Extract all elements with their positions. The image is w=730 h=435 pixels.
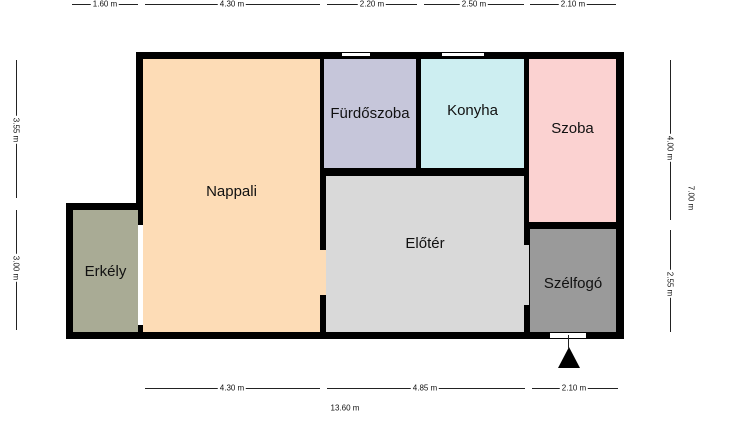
dim-label-right-2: 2.55 m (665, 269, 675, 299)
room-eloter: Előtér (326, 176, 524, 332)
room-label-erkely: Erkély (84, 262, 127, 280)
dim-label-bottom-total: 13.60 m (328, 403, 362, 413)
entrance-arrow-icon (558, 347, 580, 368)
room-furdoszoba: Fürdőszoba (324, 59, 416, 168)
window-kitchen (442, 53, 484, 56)
room-erkely: Erkély (73, 210, 138, 332)
room-szoba: Szoba (529, 59, 616, 222)
dim-label-left-1: 3.55 m (11, 115, 21, 145)
room-label-nappali: Nappali (206, 183, 257, 200)
room-label-konyha: Konyha (447, 102, 498, 119)
dim-label-bottom-1: 4.30 m (217, 383, 247, 393)
door-balcony (138, 225, 143, 325)
dim-label-top-3: 2.20 m (357, 0, 387, 9)
window-bathroom (342, 53, 370, 56)
entrance-line (568, 335, 569, 349)
room-label-szelfogo: Szélfogó (543, 274, 603, 292)
dim-label-top-2: 4.30 m (217, 0, 247, 9)
dim-label-right-1: 4.00 m (665, 133, 675, 163)
door-nappali-eloter (320, 250, 326, 295)
room-label-szoba: Szoba (551, 120, 594, 137)
room-szelfogo: Szélfogó (530, 229, 616, 332)
dim-label-top-5: 2.10 m (558, 0, 588, 9)
room-label-furdoszoba: Fürdőszoba (330, 105, 410, 122)
dim-label-top-4: 2.50 m (459, 0, 489, 9)
dim-label-left-2: 3.00 m (11, 253, 21, 283)
dim-label-bottom-3: 2.10 m (559, 383, 589, 393)
room-nappali: Nappali (143, 59, 320, 332)
dim-label-bottom-2: 4.85 m (410, 383, 440, 393)
room-label-eloter: Előtér (405, 234, 445, 252)
dim-label-right-total: 7.00 m (686, 183, 696, 213)
door-eloter-szelfogo (524, 245, 529, 305)
dim-label-top-1: 1.60 m (90, 0, 120, 9)
room-konyha: Konyha (421, 59, 524, 168)
